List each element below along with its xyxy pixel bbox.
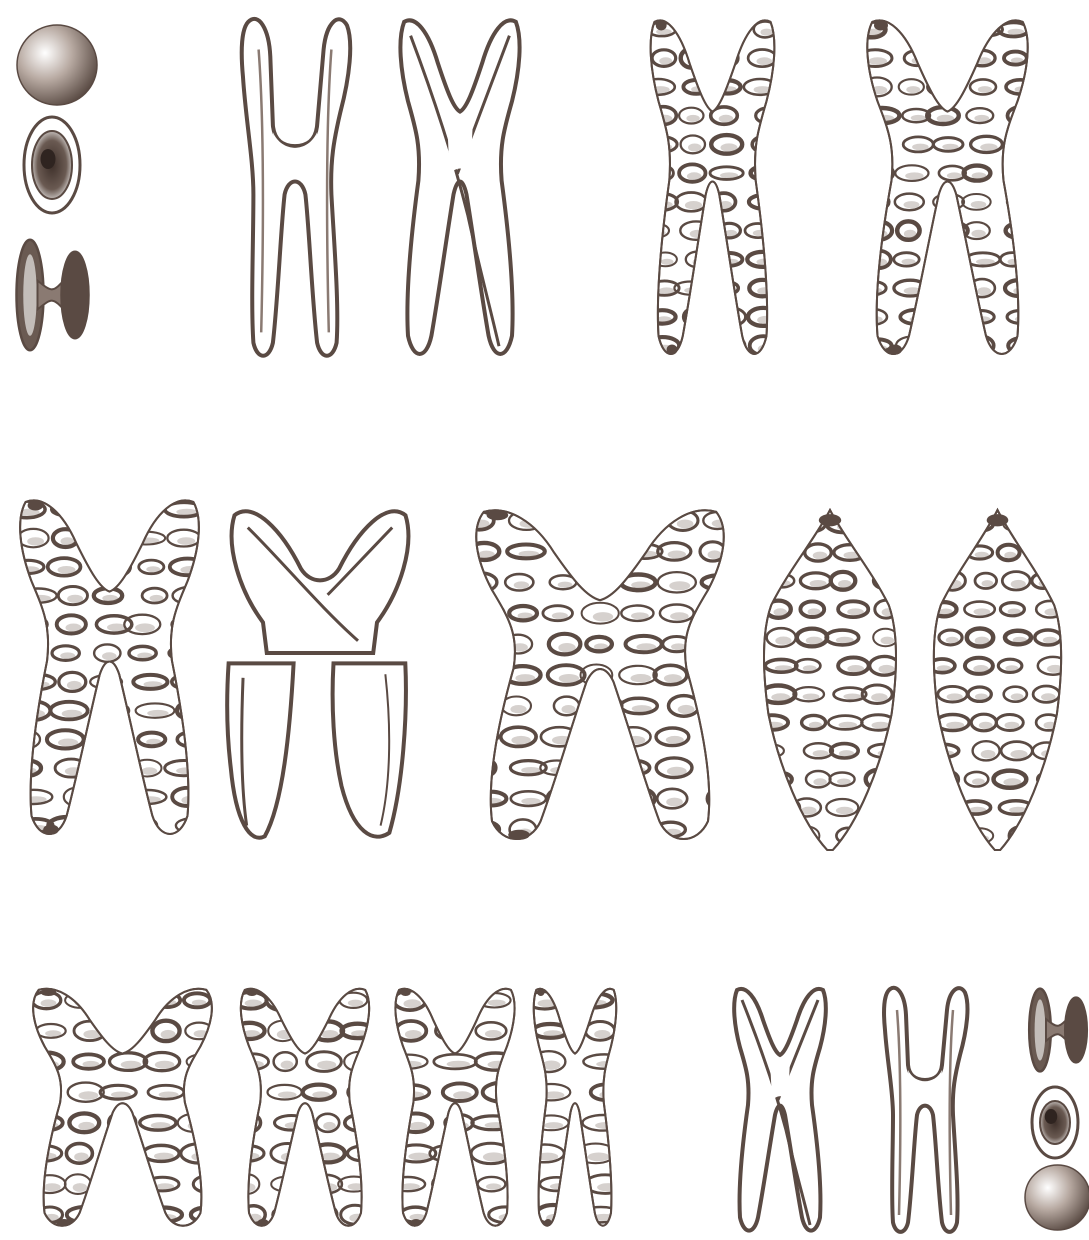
sphere-chromosome [1025,1165,1089,1230]
dumbbell-chromosome [1029,989,1087,1072]
coiled-x-chromosome [641,20,784,355]
plain-h-chromosome [884,988,967,1232]
split-plain-x-chromosome [227,511,408,837]
coiled-x-chromosome [525,989,626,1227]
figure-row-1 [17,19,1038,356]
plain-x-chromosome [400,20,519,354]
disc-chromosome [1032,1087,1078,1158]
coiled-x-chromosome [389,989,524,1227]
sphere-chromosome [17,25,97,105]
plain-x-chromosome [734,989,826,1231]
figure-row-2 [9,500,1068,850]
disc-chromosome [24,117,80,213]
coiled-x-chromosome [233,989,379,1227]
coiled-x-chromosome [463,510,737,840]
figure-row-3 [26,988,1089,1232]
coiled-x-chromosome [858,20,1038,355]
coiled-x-chromosome [9,500,212,835]
plain-h-chromosome [242,19,350,356]
dumbbell-chromosome [17,240,89,350]
coiled-spindle-chromosome [755,510,905,850]
coiled-x-chromosome [26,989,222,1227]
coiled-spindle-chromosome [927,510,1069,850]
